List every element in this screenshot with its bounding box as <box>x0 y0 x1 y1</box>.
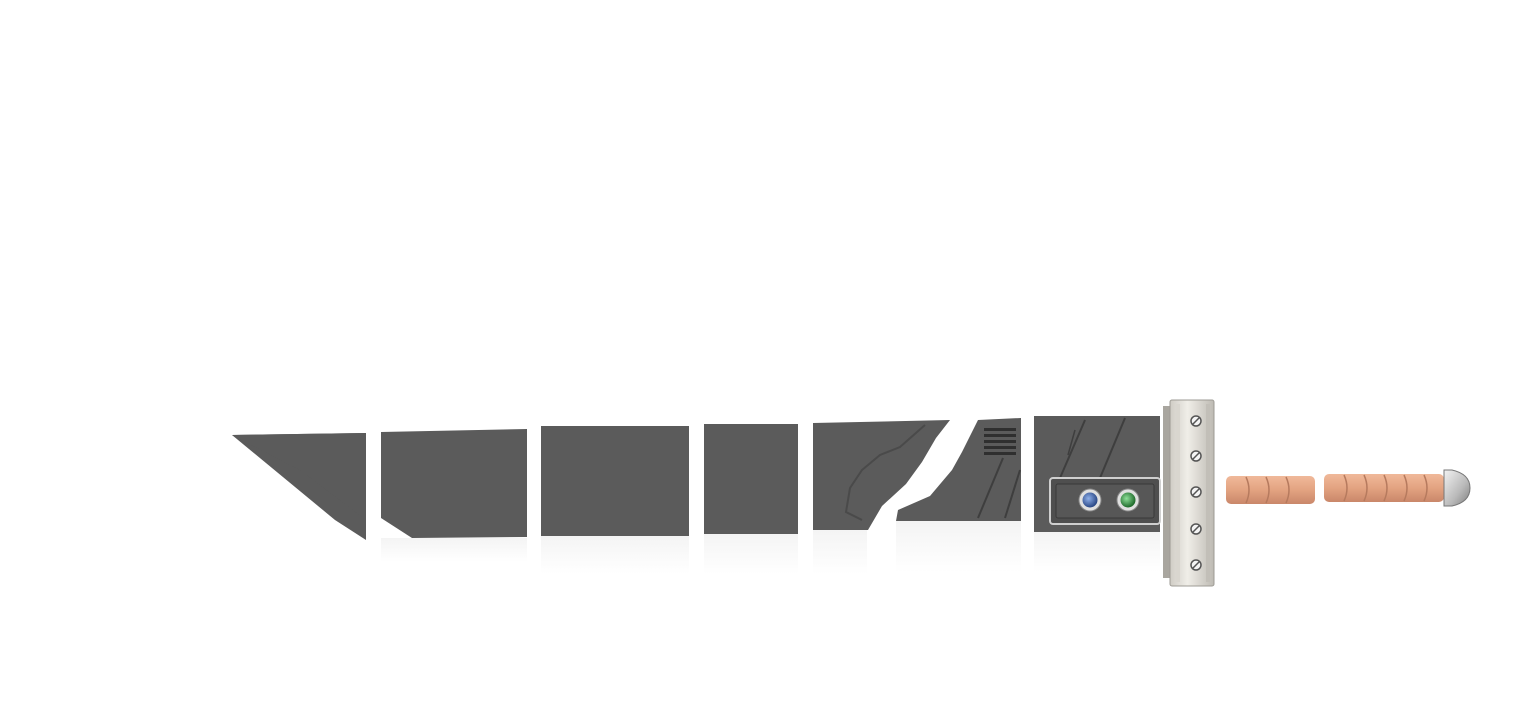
rivet-icon <box>1190 415 1202 427</box>
vent-slots <box>984 428 1016 455</box>
pommel <box>1443 469 1471 507</box>
blade-segment-6 <box>896 418 1021 573</box>
blade-segment-tip <box>232 433 366 540</box>
green-materia-icon <box>1116 488 1140 512</box>
blade-segment-2 <box>381 429 527 562</box>
rivet-icon <box>1190 486 1202 498</box>
blade-segment-base <box>1034 416 1161 572</box>
rivet-icon <box>1190 559 1202 571</box>
blue-materia-icon <box>1078 488 1102 512</box>
crossguard <box>1163 399 1215 587</box>
blade-segment-4 <box>704 424 798 574</box>
blade-segment-3 <box>541 426 689 574</box>
rivet-icon <box>1190 450 1202 462</box>
sword-handle <box>1226 474 1444 504</box>
buster-sword-icon <box>232 399 1471 587</box>
blade-segment-5 <box>813 420 950 574</box>
rivet-icon <box>1190 523 1202 535</box>
materia-slot-panel <box>1049 477 1161 525</box>
